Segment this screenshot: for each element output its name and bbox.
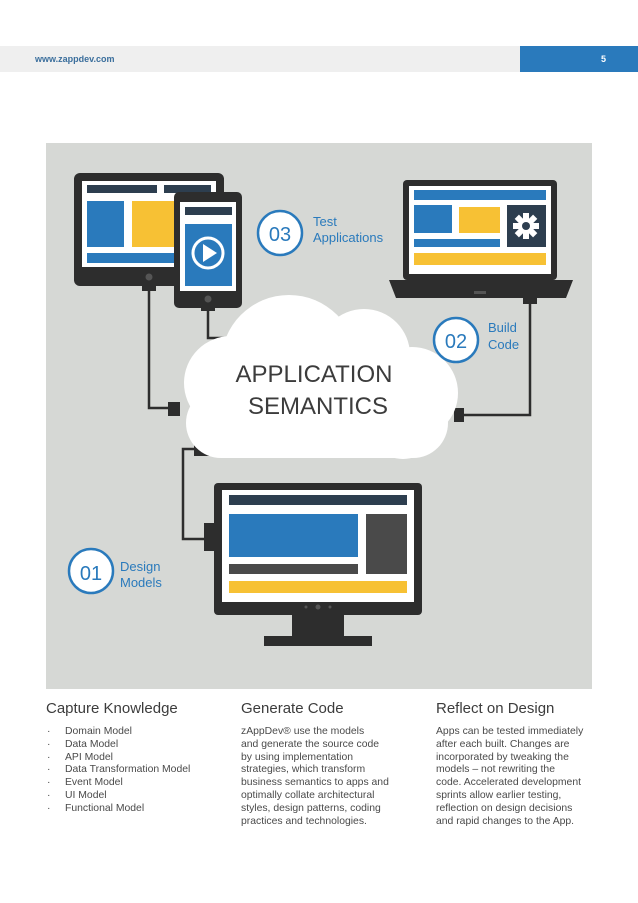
step-02-label-line2: Code (488, 337, 519, 352)
step-01-badge (67, 547, 115, 595)
play-icon (203, 244, 217, 262)
capture-knowledge-title: Capture Knowledge (46, 700, 178, 717)
monitor-device (214, 483, 422, 646)
capture-knowledge-column: Capture Knowledge Domain Model Data Mode… (46, 700, 216, 816)
reflect-on-design-title: Reflect on Design (436, 700, 555, 717)
gear-icon (513, 213, 539, 239)
page-number: 5 (600, 54, 606, 64)
list-item: Event Model (46, 777, 216, 790)
text-line: reflection on design decisions (436, 802, 573, 814)
step-02-number: 02 (445, 331, 467, 353)
step-03-label-line1: Test (313, 214, 337, 229)
list-item: Functional Model (46, 803, 216, 816)
text-line: practices and technologies. (241, 815, 367, 827)
text-line: zAppDev® use the models (241, 726, 365, 737)
generate-code-column: Generate Code zAppDev® use the models an… (241, 700, 411, 828)
cloud-title-line2: SEMANTICS (248, 393, 388, 420)
connection-cables (147, 286, 532, 541)
reflect-on-design-column: Reflect on Design Apps can be tested imm… (436, 700, 606, 828)
text-line: by using implementation (241, 751, 354, 763)
reflect-on-design-text: Apps can be tested immediately after eac… (436, 726, 606, 828)
cloud-shape (184, 295, 458, 459)
step-01-label-line2: Models (120, 575, 162, 590)
list-item: Data Transformation Model (46, 764, 216, 777)
site-url[interactable]: www.zappdev.com (35, 54, 115, 64)
step-03-number: 03 (269, 224, 291, 246)
list-item: Data Model (46, 739, 216, 752)
text-line: and generate the source code (241, 738, 380, 750)
text-line: incorporated by tweaking the (436, 751, 569, 763)
text-line: strategies, which transform (241, 764, 366, 776)
step-02-label-line1: Build (488, 320, 517, 335)
text-line: business semantics to apps and (241, 777, 389, 789)
cloud-title-line1: APPLICATION (236, 361, 393, 388)
text-line: and rapid changes to the App. (436, 815, 575, 827)
text-line: optimally collate architectural (241, 789, 375, 801)
text-line: styles, design patterns, coding (241, 802, 381, 814)
list-item: API Model (46, 752, 216, 765)
text-line: sprints allow earlier testing, (436, 789, 562, 801)
step-03-badge (256, 209, 304, 257)
phone-device (174, 192, 242, 308)
model-list: Domain Model Data Model API Model Data T… (46, 726, 216, 816)
step-01-number: 01 (80, 563, 102, 585)
step-02-badge (432, 316, 480, 364)
page-number-box: 5 (520, 46, 638, 72)
step-01-label-line1: Design (120, 559, 160, 574)
text-line: Apps can be tested immediately (436, 726, 584, 737)
diagram-illustration: 03 Test Applications 02 Build Code 01 De… (67, 173, 573, 646)
generate-code-title: Generate Code (241, 700, 344, 717)
list-item: Domain Model (46, 726, 216, 739)
list-item: UI Model (46, 790, 216, 803)
text-line: code. Accelerated development (436, 777, 581, 789)
laptop-device (389, 180, 573, 298)
step-03-label-line2: Applications (313, 230, 384, 245)
text-line: models – not rewriting the (436, 764, 555, 776)
generate-code-text: zAppDev® use the models and generate the… (241, 726, 411, 828)
text-line: after each built. Changes are (436, 738, 570, 750)
diagram: 03 Test Applications 02 Build Code 01 De… (46, 143, 592, 689)
